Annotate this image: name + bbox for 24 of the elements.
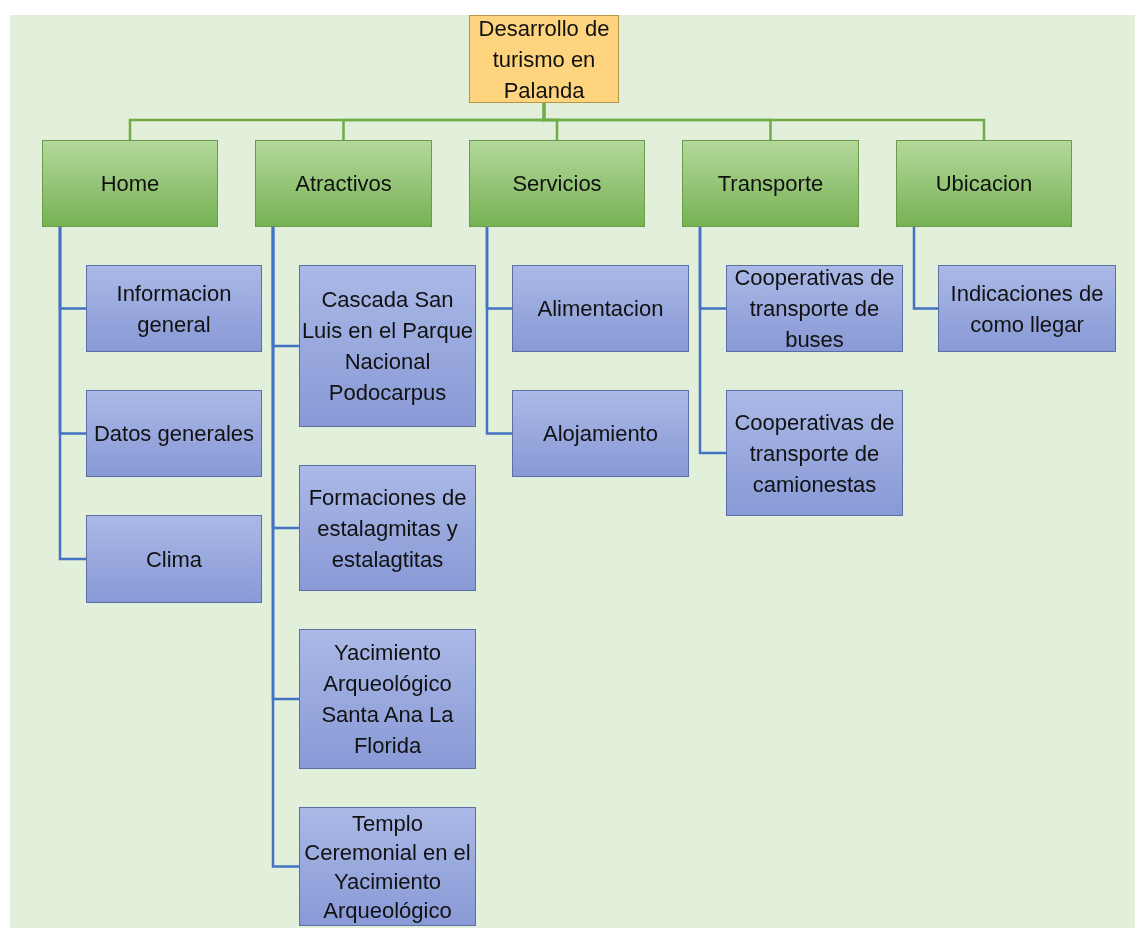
topic-box: Yacimiento Arqueológico Santa Ana La Florida <box>299 629 476 769</box>
topic-box: Templo Ceremonial en el Yacimiento Arqueológico <box>299 807 476 926</box>
category-box: Servicios <box>469 140 645 227</box>
topic-box: Informacion general <box>86 265 262 352</box>
topic-box: Indicaciones de como llegar <box>938 265 1116 352</box>
topic-box: Datos generales <box>86 390 262 477</box>
connector-line <box>485 227 512 435</box>
root-box: Desarrollo de turismo en Palanda <box>469 15 619 103</box>
connector-line <box>542 103 986 140</box>
topic-box: Alimentacion <box>512 265 689 352</box>
connector-line <box>58 227 86 561</box>
category-box: Transporte <box>682 140 859 227</box>
topic-box: Alojamiento <box>512 390 689 477</box>
connector-line <box>912 227 938 310</box>
category-box: Atractivos <box>255 140 432 227</box>
topic-box: Cooperativas de transporte de camionestas <box>726 390 903 516</box>
topic-box: Formaciones de estalagmitas y estalagtitas <box>299 465 476 591</box>
topic-box: Cooperativas de transporte de buses <box>726 265 903 352</box>
topic-box: Clima <box>86 515 262 603</box>
topic-box: Cascada San Luis en el Parque Nacional Podocarpus <box>299 265 476 427</box>
connector-line <box>271 227 299 868</box>
category-box: Ubicacion <box>896 140 1072 227</box>
category-box: Home <box>42 140 218 227</box>
connector-line <box>698 227 726 455</box>
